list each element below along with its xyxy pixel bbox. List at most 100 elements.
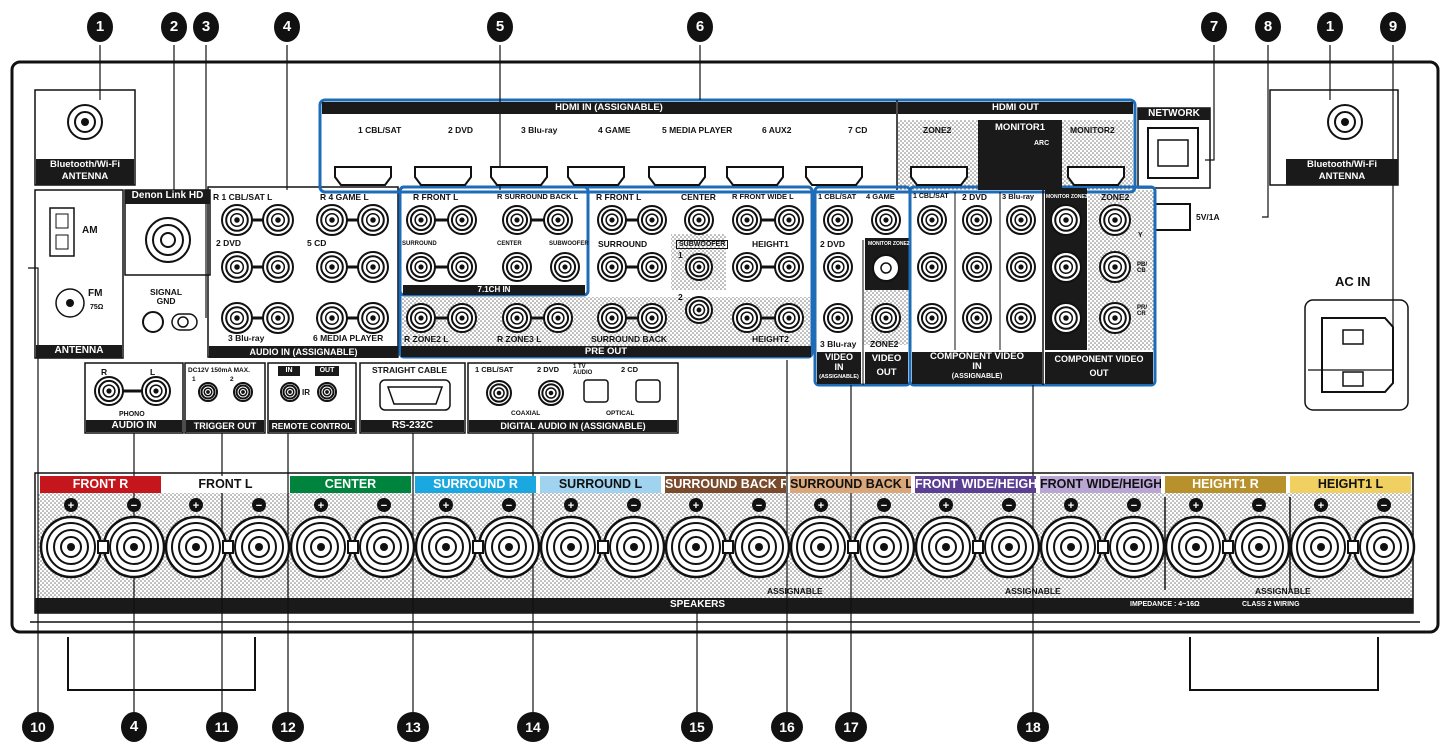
preout-surround-l-jack[interactable] — [637, 252, 667, 282]
hdmi-out-monitor1: MONITOR1 — [995, 122, 1045, 133]
video-in-3-jack[interactable] — [823, 303, 853, 333]
video-in-2-jack[interactable] — [823, 252, 853, 282]
video-in-4-jack[interactable] — [871, 205, 901, 235]
digital-bar: DIGITAL AUDIO IN (ASSIGNABLE) — [469, 420, 677, 432]
ch71-sb-r-jack[interactable] — [502, 205, 532, 235]
hdmi-port-3[interactable] — [490, 166, 548, 186]
speaker-terminal-3-neg[interactable]: − — [477, 498, 541, 579]
hdmi-port-8[interactable] — [910, 166, 968, 186]
comp-in-1-2-jack[interactable] — [917, 303, 947, 333]
ch71-sb-l-jack[interactable] — [543, 205, 573, 235]
digital-coax-2-jack[interactable] — [538, 380, 564, 406]
trigger-1-jack[interactable] — [198, 382, 218, 402]
callout-9: 9 — [1380, 12, 1406, 42]
hdmi-port-10[interactable] — [1067, 166, 1125, 186]
hdmi-port-1[interactable] — [334, 166, 392, 186]
speaker-terminal-2-pos[interactable]: + — [289, 498, 353, 579]
preout-fw-l-jack[interactable] — [774, 205, 804, 235]
preout-height2-l-jack[interactable] — [774, 303, 804, 333]
speaker-terminal-0-pos[interactable]: + — [39, 498, 103, 579]
preout-zone2-l-jack[interactable] — [447, 303, 477, 333]
audio-in-2-l-jack[interactable] — [262, 251, 294, 283]
preout-zone3-r-jack[interactable] — [502, 303, 532, 333]
hdmi-port-7[interactable] — [805, 166, 863, 186]
speaker-terminal-7-pos[interactable]: + — [914, 498, 978, 579]
comp-out-zone2-0-jack[interactable] — [1099, 204, 1131, 236]
audio-in-6-r-jack[interactable] — [316, 302, 348, 334]
preout-zone3-l-jack[interactable] — [543, 303, 573, 333]
speaker-terminal-1-neg[interactable]: − — [227, 498, 291, 579]
preout-sub1-jack[interactable] — [685, 253, 713, 281]
speaker-terminal-9-pos[interactable]: + — [1164, 498, 1228, 579]
preout-front-r-jack[interactable] — [597, 205, 627, 235]
video-out-zone2-jack[interactable] — [871, 303, 901, 333]
audio-in-4-l-jack[interactable] — [357, 204, 389, 236]
video-in-1-jack[interactable] — [823, 205, 853, 235]
preout-height1-r-jack[interactable] — [732, 252, 762, 282]
hdmi-port-6[interactable] — [726, 166, 784, 186]
phono-r-jack[interactable] — [94, 376, 124, 406]
comp-in-3-0-jack[interactable] — [1006, 205, 1036, 235]
hdmi-port-2[interactable] — [414, 166, 472, 186]
ch71-surround-l-jack[interactable] — [447, 252, 477, 282]
comp-out-zone2-1-jack[interactable] — [1099, 251, 1131, 283]
comp-out-mon-2-jack[interactable] — [1050, 302, 1082, 334]
preout-center-jack[interactable] — [684, 205, 714, 235]
comp-out-mon-1-jack[interactable] — [1050, 251, 1082, 283]
phono-l-jack[interactable] — [141, 376, 171, 406]
callout-2: 2 — [161, 12, 187, 42]
ch71-sub-jack[interactable] — [550, 252, 580, 282]
comp-out-mon-0-jack[interactable] — [1050, 204, 1082, 236]
comp-in-1-0-jack[interactable] — [917, 205, 947, 235]
speaker-terminal-10-neg[interactable]: − — [1352, 498, 1416, 579]
preout-sb-l-jack[interactable] — [637, 303, 667, 333]
remote-out-jack[interactable] — [317, 382, 337, 402]
audio-in-1-r-jack[interactable] — [221, 204, 253, 236]
preout-sub2-jack[interactable] — [685, 296, 713, 324]
ch71-surround-r-jack[interactable] — [406, 252, 436, 282]
comp-in-3-2-jack[interactable] — [1006, 303, 1036, 333]
speaker-terminal-6-neg[interactable]: − — [852, 498, 916, 579]
remote-in-jack[interactable] — [280, 382, 300, 402]
preout-surround-r-jack[interactable] — [597, 252, 627, 282]
preout-zone2-r-jack[interactable] — [406, 303, 436, 333]
audio-in-3-l-jack[interactable] — [262, 302, 294, 334]
preout-height1-l-jack[interactable] — [774, 252, 804, 282]
comp-in-2-0-jack[interactable] — [962, 205, 992, 235]
speaker-terminal-8-neg[interactable]: − — [1102, 498, 1166, 579]
comp-out-zone2-2-jack[interactable] — [1099, 302, 1131, 334]
speaker-terminal-1-pos[interactable]: + — [164, 498, 228, 579]
preout-height2-r-jack[interactable] — [732, 303, 762, 333]
audio-in-1-l-jack[interactable] — [262, 204, 294, 236]
speaker-terminal-4-neg[interactable]: − — [602, 498, 666, 579]
ch71-center-jack[interactable] — [502, 252, 532, 282]
speaker-terminal-7-neg[interactable]: − — [977, 498, 1041, 579]
audio-in-5-r-jack[interactable] — [316, 251, 348, 283]
speaker-terminal-8-pos[interactable]: + — [1039, 498, 1103, 579]
ch71-front-r-jack[interactable] — [406, 205, 436, 235]
audio-in-5-l-jack[interactable] — [357, 251, 389, 283]
digital-coax-1-jack[interactable] — [486, 380, 512, 406]
trigger-2-jack[interactable] — [233, 382, 253, 402]
audio-in-3-r-jack[interactable] — [221, 302, 253, 334]
comp-in-2-1-jack[interactable] — [962, 252, 992, 282]
speaker-terminal-2-neg[interactable]: − — [352, 498, 416, 579]
speaker-terminal-9-neg[interactable]: − — [1227, 498, 1291, 579]
preout-fw-r-jack[interactable] — [732, 205, 762, 235]
speaker-terminal-10-pos[interactable]: + — [1289, 498, 1353, 579]
digital-coaxial: COAXIAL — [511, 410, 541, 417]
speaker-terminal-4-pos[interactable]: + — [539, 498, 603, 579]
preout-front-l-jack[interactable] — [637, 205, 667, 235]
hdmi-port-5[interactable] — [648, 166, 706, 186]
hdmi-port-4[interactable] — [567, 166, 625, 186]
audio-in-6-l-jack[interactable] — [357, 302, 389, 334]
comp-in-2-2-jack[interactable] — [962, 303, 992, 333]
preout-sb-r-jack[interactable] — [597, 303, 627, 333]
speaker-terminal-0-neg[interactable]: − — [102, 498, 166, 579]
comp-in-3-1-jack[interactable] — [1006, 252, 1036, 282]
audio-in-2-r-jack[interactable] — [221, 251, 253, 283]
audio-in-4-r-jack[interactable] — [316, 204, 348, 236]
comp-in-1-1-jack[interactable] — [917, 252, 947, 282]
ch71-front-l-jack[interactable] — [447, 205, 477, 235]
